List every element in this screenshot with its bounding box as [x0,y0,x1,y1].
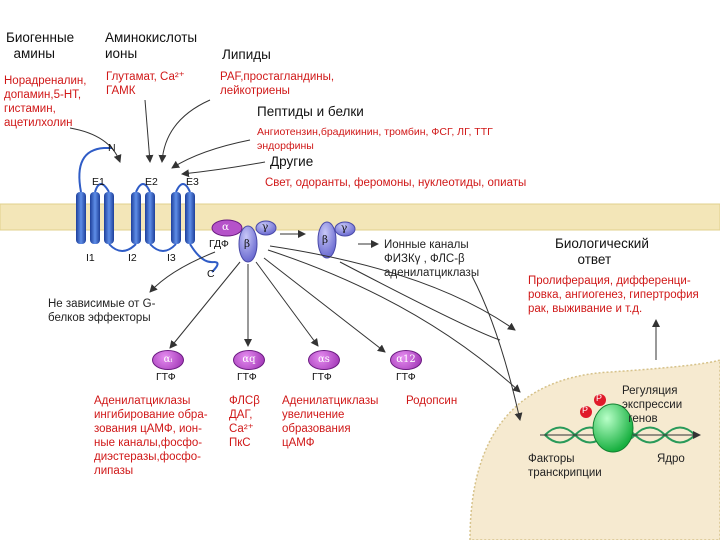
ion-channels-effectors: Ионные каналы ФИЗКγ , ФЛС-β аденилатцикл… [384,239,480,279]
loop-i3: I3 [167,252,176,264]
c-terminus-label: C [207,268,215,280]
gtp-alpha-q: ГТФ [237,371,257,383]
effect-alpha-i: Аденилатциклазы ингибирование обра- зова… [94,395,208,477]
gtp-alpha-i: ГТФ [156,371,176,383]
gdp-label: ГДФ [209,238,229,250]
loop-e2: E2 [145,176,158,188]
loop-i2: I2 [128,252,137,264]
gtp-alpha-s: ГТФ [312,371,332,383]
phospho-p-1: P [596,393,603,403]
loop-i1: I1 [86,252,95,264]
header-biological-response: Биологический ответ [555,236,649,267]
gamma-label: γ [262,221,269,233]
cell-membrane [0,203,720,231]
phospho-badge-2 [580,406,592,418]
n-terminus-label: N [108,142,116,154]
nucleus-label: Ядро [657,453,685,465]
subunit-alpha-s: αs [308,350,340,370]
subunit-alpha-q: αq [233,350,265,370]
gene-regulation-label: Регуляция экспрессии генов [622,385,683,425]
ligands-amino-acids: Глутамат, Са²⁺ ГАМК [106,71,185,97]
header-other: Другие [270,154,314,169]
g-beta-gamma-dimer [317,221,356,259]
header-lipids: Липиды [222,47,271,62]
nucleus-outline [469,359,720,540]
gamma-dimer-label: γ [341,222,348,234]
subunit-alpha-i: αᵢ [152,350,184,370]
loop-e1: E1 [92,176,105,188]
transcription-factor [592,403,634,453]
biological-response-list: Пролиферация, дифференци- ровка, ангиоге… [528,275,699,315]
subunit-alpha-12: α12 [390,350,422,370]
effect-alpha-s: Аденилатциклазы увеличение образования ц… [282,395,379,449]
header-biogenic-amines: Биогенные амины [6,30,75,61]
alpha-label: α [222,221,230,233]
ligands-amines: Норадреналин, допамин,5-НТ, гистамин, ац… [4,75,87,129]
g-protein-heterotrimer [211,219,277,263]
beta-label: β [244,238,251,250]
ligand-arrows [69,99,266,178]
effect-alpha-q: ФЛСβ ДАГ, Са²⁺ ПкС [229,395,260,449]
header-amino-acids: Аминокислоты ионы [105,30,198,61]
gtp-alpha-12: ГТФ [396,371,416,383]
ligands-peptides: Ангиотензин,брадикинин, тромбин, ФСГ, ЛГ… [257,126,493,152]
g-independent-effectors: Не зависимые от G- белков эффекторы [48,298,156,324]
header-peptides: Пептиды и белки [257,104,364,119]
phospho-badge-1 [594,394,606,406]
transcription-factors-label: Факторы транскрипции [528,453,602,479]
phospho-p-2: P [582,405,589,415]
ligands-lipids: PAF,простагландины, лейкотриены [220,71,335,97]
ligands-other: Свет, одоранты, феромоны, нуклеотиды, оп… [265,177,527,189]
beta-dimer-label: β [322,234,329,246]
receptor-helices [76,147,219,273]
effector-arrows [149,240,660,421]
loop-e3: E3 [186,176,199,188]
effect-alpha-12: Родопсин [406,395,458,407]
